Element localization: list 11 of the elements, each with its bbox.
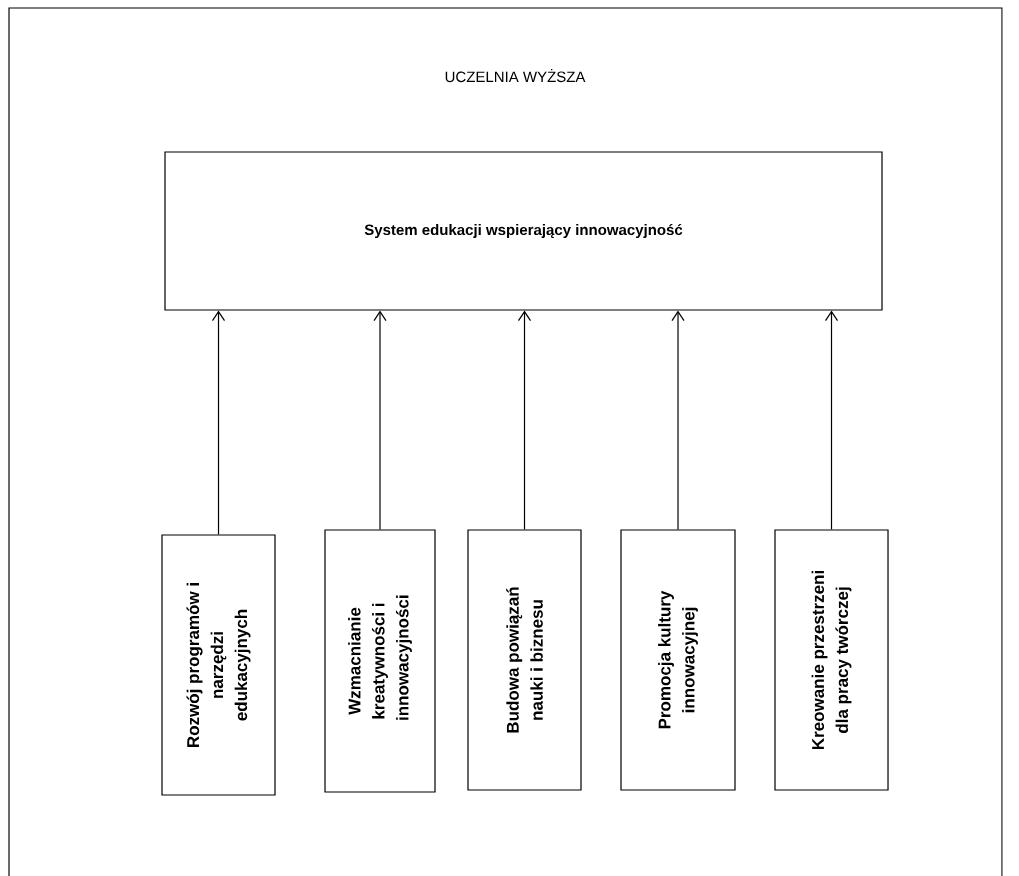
arrow — [373, 310, 387, 530]
process-box: System edukacji wspierający innowacyjność — [164, 151, 883, 311]
factor-box: Kreowanie przestrzeni dla pracy twórczej — [774, 529, 889, 791]
factor-box: Wzmacnianie kreatywności i innowacyjności — [324, 529, 436, 793]
arrow — [211, 310, 226, 535]
arrow — [824, 310, 839, 530]
factor-box: Budowa powiązań nauki i biznesu — [467, 529, 582, 791]
arrow — [671, 310, 685, 530]
arrow — [517, 310, 532, 530]
factor-box: Promocja kultury innowacyjnej — [620, 529, 736, 791]
factor-box: Rozwój programów i narzędzi edukacyjnych — [161, 534, 276, 796]
